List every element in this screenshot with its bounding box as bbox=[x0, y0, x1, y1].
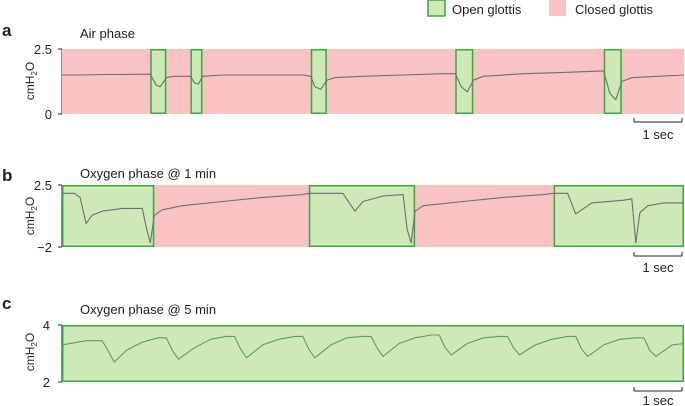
panel-a-title: Air phase bbox=[80, 26, 135, 41]
panel-a: a Air phase cmH2O 2.5 0 1 sec bbox=[2, 21, 685, 142]
panel-c-plot bbox=[61, 325, 685, 382]
panel-c-letter: c bbox=[2, 294, 11, 313]
legend-closed-label: Closed glottis bbox=[575, 2, 654, 17]
panel-c-ytick-label-top: 4 bbox=[43, 318, 50, 333]
panel-c: c Oxygen phase @ 5 min cmH2O 4 2 1 sec bbox=[2, 294, 685, 406]
panel-c-scale-bar-label: 1 sec bbox=[642, 393, 674, 406]
panel-b-ylabel: cmH2O bbox=[23, 197, 39, 235]
panel-b-open-glottis-region-2 bbox=[553, 185, 684, 247]
legend: Open glottis Closed glottis bbox=[427, 0, 654, 17]
panel-c-ytick-label-bottom: 2 bbox=[43, 375, 50, 390]
panel-a-ylabel: cmH2O bbox=[23, 62, 39, 100]
panel-b-letter: b bbox=[2, 166, 12, 185]
panel-a-scale-bar-label: 1 sec bbox=[642, 127, 674, 142]
panel-b-title: Oxygen phase @ 1 min bbox=[80, 166, 216, 181]
panel-a-plot bbox=[62, 49, 685, 114]
panel-a-ytick-label-bottom: 0 bbox=[45, 107, 52, 122]
legend-open-label: Open glottis bbox=[452, 2, 522, 17]
panel-a-letter: a bbox=[2, 21, 12, 40]
panel-b-ytick-label-top: 2.5 bbox=[34, 178, 52, 193]
panel-b-scale-bar-label: 1 sec bbox=[642, 260, 674, 275]
panel-c-ylabel: cmH2O bbox=[23, 333, 39, 371]
panel-b: b Oxygen phase @ 1 min cmH2O 2.5 −2 1 se… bbox=[2, 166, 684, 275]
panel-c-title: Oxygen phase @ 5 min bbox=[80, 302, 216, 317]
panel-b-ytick-label-bottom: −2 bbox=[37, 240, 52, 255]
panel-c-open-glottis-region-0 bbox=[62, 325, 684, 382]
legend-open-swatch bbox=[427, 0, 446, 17]
panel-b-open-glottis-region-1 bbox=[308, 185, 416, 247]
svg-text:cmH2O: cmH2O bbox=[23, 197, 39, 235]
panel-a-pressure-trace bbox=[62, 70, 685, 101]
panel-b-pressure-trace bbox=[62, 192, 684, 244]
panel-a-ytick-label-top: 2.5 bbox=[34, 42, 52, 57]
panel-a-open-glottis-region-1 bbox=[190, 49, 203, 114]
svg-text:cmH2O: cmH2O bbox=[23, 333, 39, 371]
panel-a-open-glottis-region-2 bbox=[310, 49, 327, 114]
svg-text:cmH2O: cmH2O bbox=[23, 62, 39, 100]
panel-c-pressure-trace bbox=[61, 334, 685, 363]
panel-a-open-glottis-region-0 bbox=[150, 49, 167, 114]
legend-closed-swatch bbox=[549, 0, 566, 16]
panel-b-plot bbox=[62, 185, 684, 247]
